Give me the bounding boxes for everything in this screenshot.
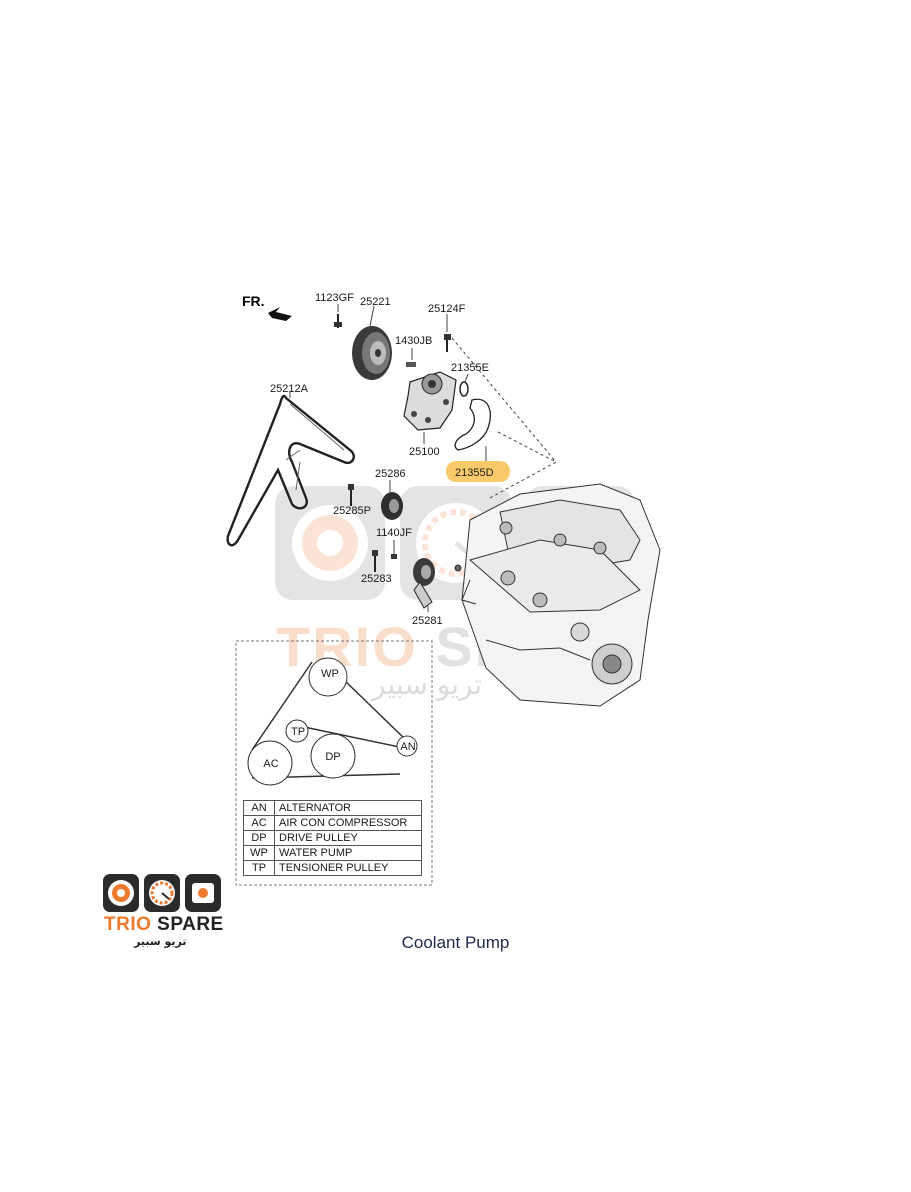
routing-air-con xyxy=(247,740,293,786)
bolt-25124f xyxy=(444,334,451,340)
label-25286: 25286 xyxy=(375,468,406,480)
label-25281: 25281 xyxy=(412,615,443,627)
routing-label-tp: TP xyxy=(291,726,305,738)
legend-desc: AIR CON COMPRESSOR xyxy=(274,815,422,831)
brand-logo xyxy=(103,874,221,912)
brand-arabic-name: تريو سبير xyxy=(134,935,187,948)
legend-desc: DRIVE PULLEY xyxy=(274,830,422,846)
routing-label-ac: AC xyxy=(263,758,278,770)
gasket-21355d xyxy=(454,398,491,451)
label-25100: 25100 xyxy=(409,446,440,458)
routing-label-an: AN xyxy=(400,741,415,753)
highlight-21355d xyxy=(446,461,510,482)
serpentine-belt xyxy=(226,394,355,547)
front-arrow-icon xyxy=(268,307,292,321)
label-25283: 25283 xyxy=(361,573,392,585)
legend-abbr: DP xyxy=(243,830,275,846)
legend-abbr: TP xyxy=(243,860,275,876)
routing-drive-pulley xyxy=(310,733,356,779)
water-pump-pulley xyxy=(352,326,392,380)
legend-desc: WATER PUMP xyxy=(274,845,422,861)
watermark-brand-arabic: تريو سبير xyxy=(372,668,483,701)
label-21355d: 21355D xyxy=(455,467,494,479)
belt-tensioner xyxy=(413,558,435,609)
idler-pulley xyxy=(381,492,403,520)
routing-tensioner-pulley xyxy=(285,719,309,743)
water-pump-housing xyxy=(403,371,457,431)
legend-abbr: AC xyxy=(243,815,275,831)
label-1123gf: 1123GF xyxy=(315,292,354,304)
o-ring-21355e xyxy=(459,381,469,397)
routing-water-pump xyxy=(308,657,348,697)
label-25285p: 25285P xyxy=(333,505,371,517)
label-25221: 25221 xyxy=(360,296,391,308)
bolt-1123gf xyxy=(334,322,342,327)
legend-desc: TENSIONER PULLEY xyxy=(274,860,422,876)
label-21355e: 21355E xyxy=(451,362,489,374)
routing-label-wp: WP xyxy=(321,668,339,680)
legend-abbr: AN xyxy=(243,800,275,816)
front-direction-label: FR. xyxy=(242,293,265,309)
bolt-25283 xyxy=(372,550,378,556)
bolt-25285p xyxy=(348,484,354,490)
routing-label-dp: DP xyxy=(325,751,340,763)
legend-desc: ALTERNATOR xyxy=(274,800,422,816)
legend-abbr: WP xyxy=(243,845,275,861)
diagram-caption: Coolant Pump xyxy=(401,933,510,952)
engine-block xyxy=(454,483,661,707)
belt-routing-frame xyxy=(235,640,433,886)
bolt-1140jf xyxy=(391,554,397,559)
label-1140jf: 1140JF xyxy=(376,527,412,539)
brand-name: TRIO SPARE xyxy=(104,914,224,935)
routing-alternator xyxy=(396,735,418,757)
label-25124f: 25124F xyxy=(428,303,466,315)
belt-routing-diagram: WP TP DP AC AN xyxy=(247,657,418,786)
dowel-pin-1430jb xyxy=(406,362,416,367)
label-25212a: 25212A xyxy=(270,383,309,395)
label-1430jb: 1430JB xyxy=(395,335,432,347)
